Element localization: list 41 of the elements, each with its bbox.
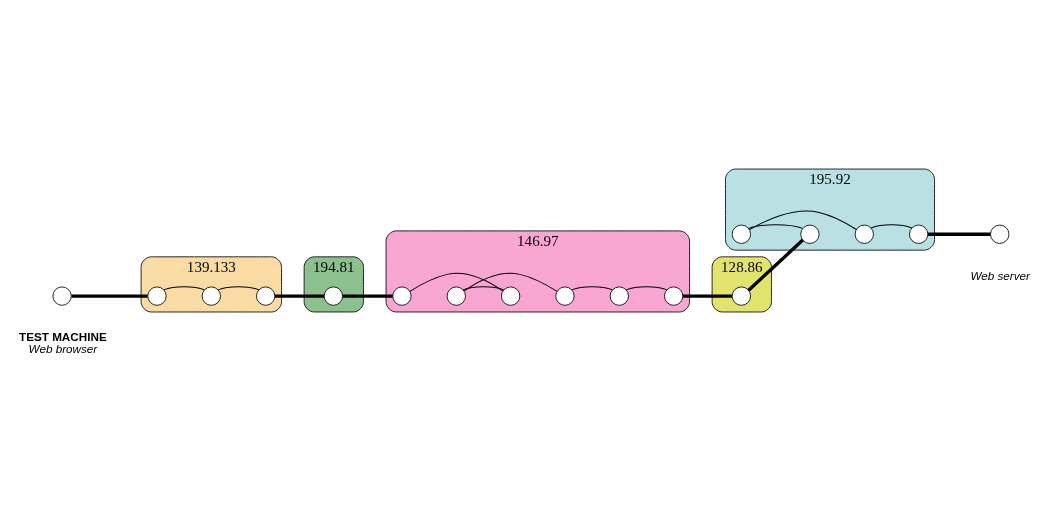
node-circle [52,286,72,306]
connector [625,285,668,290]
connector [748,223,803,229]
connector [870,223,913,228]
connector [571,285,613,290]
node-circle [392,286,412,306]
connector [409,272,504,292]
node-circle [731,286,751,306]
node-circle [664,286,684,306]
node-label: Web browser [28,341,98,355]
node-circle [990,224,1010,244]
node-circle [256,286,276,306]
node-label: TEST MACHINE [19,329,107,343]
cluster: 139.133 [140,255,282,312]
connector [342,293,393,298]
cluster: 195.92 [725,168,935,251]
connector [747,238,804,291]
connector [274,293,325,298]
node-label: Web server [970,268,1031,282]
connector [462,285,505,290]
node-circle [446,286,466,306]
connector [749,210,857,230]
node-circle [501,286,521,306]
connector [682,293,733,298]
node-circle [147,286,167,306]
connector [927,232,991,236]
connector [163,285,205,290]
node-circle [609,286,629,306]
node-circle [731,224,751,244]
node-circle [854,224,874,244]
node-circle [323,286,343,306]
cluster: 194.81 [303,255,364,312]
connector [463,272,558,292]
node-circle [800,224,820,244]
connector [71,293,148,298]
cluster: 146.97 [385,230,690,312]
cluster: 128.86 [711,255,772,312]
node-circle [201,286,221,306]
node-circle [909,224,929,244]
node-circle [555,286,575,306]
connector [217,285,260,290]
